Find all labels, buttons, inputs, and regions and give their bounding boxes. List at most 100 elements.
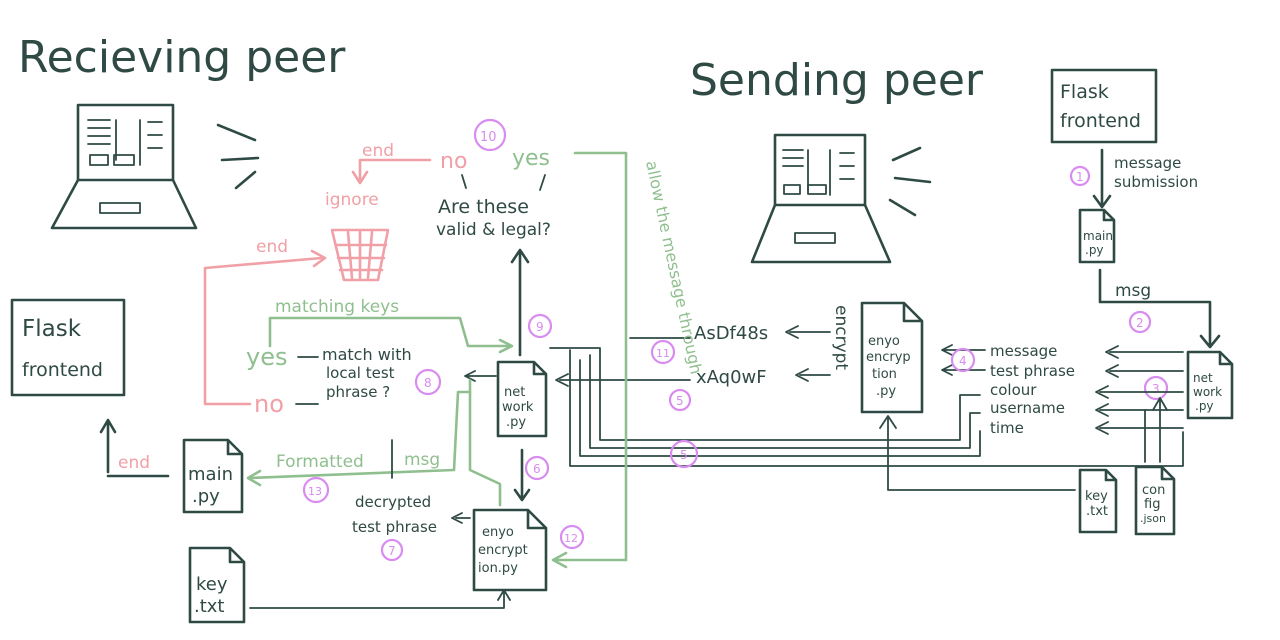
svg-text:local test: local test <box>326 364 395 382</box>
svg-text:phrase ?: phrase ? <box>326 383 390 401</box>
svg-text:valid & legal?: valid & legal? <box>436 220 551 240</box>
sender-config-json-file-icon: con fig .json <box>1134 465 1176 536</box>
receiver-main-py-file-icon: main .py <box>182 438 244 514</box>
svg-text:13: 13 <box>308 485 322 498</box>
svg-text:work: work <box>1193 385 1222 399</box>
svg-text:net: net <box>504 385 525 400</box>
svg-text:encryp: encryp <box>866 350 911 365</box>
svg-text:.py: .py <box>1195 399 1214 413</box>
svg-text:5: 5 <box>680 448 688 462</box>
sender-encryption-py-file-icon: enyo encryp tion .py <box>860 301 924 414</box>
no-left-label: no <box>254 390 284 418</box>
svg-text:3: 3 <box>1152 382 1160 396</box>
svg-text:submission: submission <box>1114 173 1198 191</box>
match-question: match with <box>322 345 412 364</box>
svg-text:Flask: Flask <box>22 316 82 342</box>
svg-text:11: 11 <box>656 347 670 360</box>
submission-arrow <box>1092 148 1112 209</box>
svg-text:tion: tion <box>872 367 897 382</box>
step-7-badge <box>380 538 404 562</box>
allow-through-label: allow the message through <box>642 159 706 376</box>
svg-text:main: main <box>188 464 233 485</box>
svg-text:8: 8 <box>424 376 432 390</box>
receiving-laptop-motion-lines <box>216 123 260 190</box>
valid-legal-question: Are these <box>438 196 529 218</box>
msg-label: msg <box>1115 281 1151 301</box>
receiver-network-py-file-icon: net work .py <box>496 360 548 438</box>
svg-text:fig: fig <box>1144 497 1160 512</box>
field-time-label: time <box>990 419 1024 437</box>
svg-text:2: 2 <box>1136 316 1144 330</box>
sender-main-py-file-icon: main .py <box>1078 208 1116 264</box>
step-1-badge <box>1069 165 1091 187</box>
step-11-badge <box>650 339 676 365</box>
svg-text:1: 1 <box>1076 170 1084 184</box>
svg-text:.py: .py <box>506 415 526 430</box>
receiver-encryption-py-file-icon: enyo encrypt ion.py <box>472 508 548 592</box>
step-10-badge <box>473 118 507 152</box>
step-5-badge <box>668 388 692 412</box>
svg-text:7: 7 <box>388 544 396 558</box>
step-12-badge <box>559 524 585 550</box>
no-to-ignore-left-arrow <box>203 249 327 406</box>
network-to-valid-check-arrow <box>510 248 530 357</box>
matching-keys-label: matching keys <box>275 297 399 317</box>
svg-text:main: main <box>1083 229 1113 243</box>
cipher-text-2: xAq0wF <box>696 367 767 388</box>
network-to-encryption-arrow <box>513 448 531 502</box>
end-mid-label: end <box>256 237 288 257</box>
svg-text:.py: .py <box>1085 243 1104 257</box>
svg-text:.txt: .txt <box>194 596 225 617</box>
step-5b-badge <box>669 439 699 469</box>
end-top-label: end <box>362 141 394 161</box>
yes-top-label: yes <box>512 146 550 171</box>
matching-keys-arrow <box>268 316 514 354</box>
ignore-label: ignore <box>325 190 379 210</box>
sender-network-py-file-icon: net work .py <box>1186 350 1234 420</box>
msg-arrow-sender <box>1098 268 1221 349</box>
field-message-label: message <box>990 342 1057 360</box>
svg-text:6: 6 <box>533 462 541 476</box>
step-8-badge <box>414 368 442 396</box>
sender-key-txt-file-icon: key .txt <box>1078 468 1118 534</box>
message-submission-label: message <box>1114 154 1181 172</box>
svg-text:encrypt: encrypt <box>478 543 528 558</box>
svg-text:test phrase: test phrase <box>352 518 437 536</box>
svg-text:.json: .json <box>1140 512 1166 525</box>
svg-text:key: key <box>1085 489 1108 504</box>
cipher-text-1: AsDf48s <box>694 323 768 344</box>
main-to-flask-arrow <box>99 418 170 478</box>
sending-laptop-motion-lines <box>888 146 932 217</box>
yes-left-label: yes <box>246 343 287 371</box>
receiver-key-txt-file-icon: key .txt <box>188 546 246 624</box>
decrypted-label: decrypted <box>355 493 431 511</box>
step-13-badge <box>302 476 330 504</box>
svg-text:9: 9 <box>536 320 544 334</box>
svg-text:net: net <box>1193 371 1213 385</box>
svg-text:.txt: .txt <box>1086 504 1108 519</box>
receiver-flask-frontend-box: Flask frontend <box>10 298 126 397</box>
formatted-msg-arrow <box>246 390 472 487</box>
formatted-msg-label: Formatted <box>276 452 364 472</box>
sending-peer-title: Sending peer <box>690 55 984 106</box>
svg-text:ion.py: ion.py <box>478 561 518 576</box>
cipher-to-network-arrow <box>555 373 691 387</box>
svg-text:enyo: enyo <box>868 334 900 349</box>
svg-text:10: 10 <box>480 130 497 145</box>
step-4-badge <box>950 347 976 373</box>
svg-text:4: 4 <box>959 354 967 368</box>
encrypt-vertical-label: encrypt <box>831 305 851 370</box>
svg-text:frontend: frontend <box>1060 110 1141 132</box>
svg-text:.py: .py <box>192 486 220 507</box>
svg-text:frontend: frontend <box>22 359 103 381</box>
config-to-network-arrow <box>1144 397 1168 463</box>
receiving-laptop-icon <box>50 103 198 230</box>
svg-text:12: 12 <box>564 532 578 545</box>
step-9-badge <box>527 313 553 339</box>
step-6-badge <box>524 455 550 481</box>
sending-laptop-icon <box>750 133 892 264</box>
svg-text:.py: .py <box>876 384 896 399</box>
step-3-badge <box>1143 375 1169 401</box>
step-2-badge <box>1128 310 1152 334</box>
